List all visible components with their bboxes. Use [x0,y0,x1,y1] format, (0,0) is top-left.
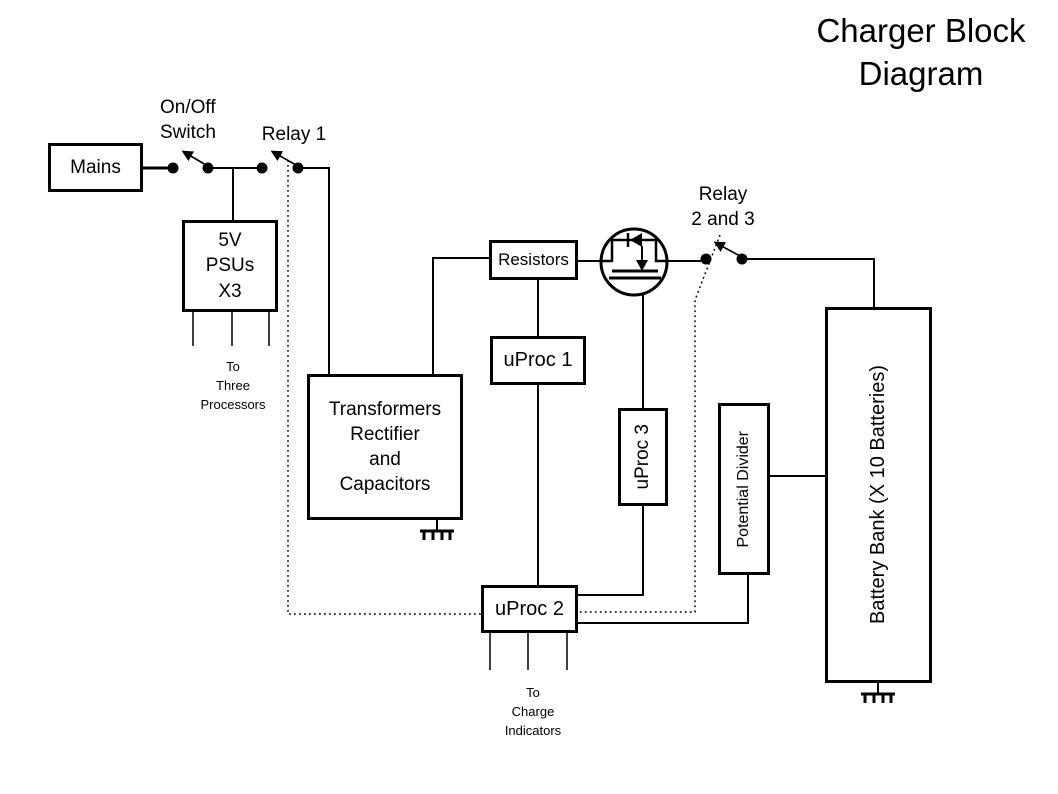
mains-block: Mains [48,143,143,192]
dotted-control-wires [287,160,721,615]
uproc1-block: uProc 1 [490,336,586,385]
relay1-label: Relay 1 [261,124,327,145]
psu-output-stubs [192,312,270,346]
transformers-label: Transformers Rectifier and Capacitors [328,398,442,496]
to-three-processors-label: To Three Processors [200,359,266,412]
ground-icon-battery [861,683,895,703]
relay-2-3-switch-icon [700,241,748,265]
uproc1-label: uProc 1 [503,349,573,372]
resistors-label: Resistors [498,249,569,269]
to-charge-indicators-label: To Charge Indicators [504,685,562,738]
solid-wires [143,166,875,670]
mains-label: Mains [70,156,121,178]
mosfet-icon [599,227,669,297]
battery-bank-label: Battery Bank (X 10 Batteries) [867,365,890,625]
battery-bank-block: Battery Bank (X 10 Batteries) [825,307,932,683]
page-title: Charger Block Diagram [816,12,1026,92]
uproc3-label: uProc 3 [632,424,654,490]
resistors-block: Resistors [489,240,578,280]
potential-divider-label: Potential Divider [735,430,753,548]
onoff-switch-label: On/Off Switch [160,97,216,144]
on-off-switch-icon [167,150,214,174]
relay-1-switch-icon [256,150,304,174]
psu-label: 5V PSUs X3 [205,230,255,302]
relay23-label: Relay 2 and 3 [691,184,755,231]
potential-divider-block: Potential Divider [718,403,770,575]
relay1-control-wire [287,160,482,615]
relay23-control-wire [578,234,721,613]
uproc2-output-stubs [489,633,568,670]
transformers-rectifier-block: Transformers Rectifier and Capacitors [307,374,463,520]
uproc3-block: uProc 3 [618,408,668,506]
psu-block: 5V PSUs X3 [182,220,278,312]
ground-icon-transformers [420,520,454,540]
uproc2-block: uProc 2 [481,585,578,633]
uproc2-label: uProc 2 [495,597,564,620]
